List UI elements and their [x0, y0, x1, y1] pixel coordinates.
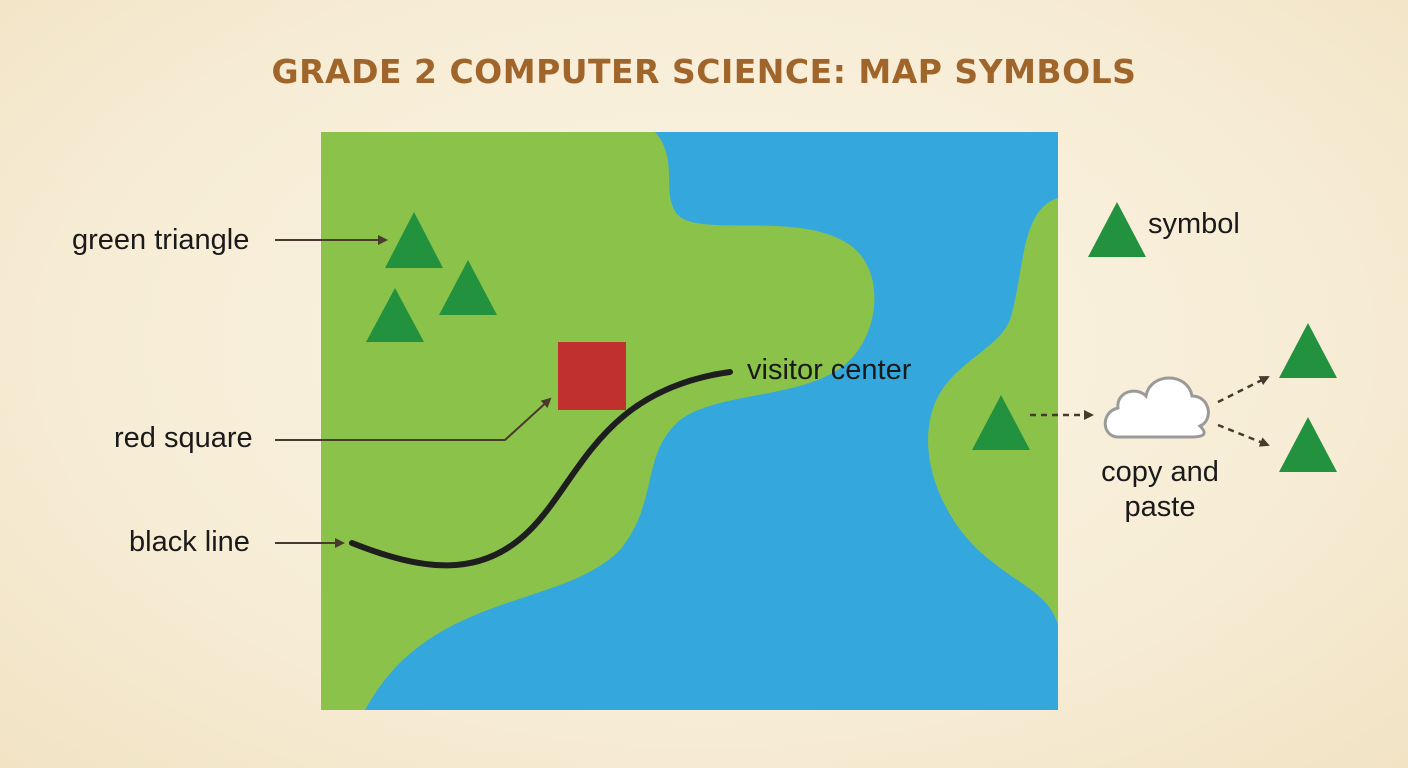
tree-icon [439, 260, 497, 315]
tree-icon [1088, 202, 1146, 257]
copy-paste-label-line1: copy and [1101, 456, 1219, 488]
paste-arrow-down [1217, 423, 1270, 447]
green-triangle-label: green triangle [72, 224, 249, 256]
tree-icon [972, 395, 1030, 450]
cloud-icon [1103, 376, 1210, 439]
symbol-label: symbol [1148, 208, 1240, 240]
visitor-center-label: visitor center [747, 354, 912, 386]
map [321, 132, 1058, 710]
trail-line [349, 369, 733, 569]
red-square-label: red square [114, 422, 253, 454]
tree-icon [1279, 323, 1337, 378]
copy-paste-label-line2: paste [1125, 491, 1196, 523]
black-line-label: black line [129, 526, 250, 558]
tree-icon [1279, 417, 1337, 472]
page-title: GRADE 2 COMPUTER SCIENCE: MAP SYMBOLS [271, 52, 1137, 91]
tree-icon [366, 288, 424, 342]
paste-arrow-up [1217, 375, 1270, 404]
red-square-arrow [275, 397, 552, 441]
tree-icon [385, 212, 443, 268]
visitor-center-square [558, 342, 626, 410]
